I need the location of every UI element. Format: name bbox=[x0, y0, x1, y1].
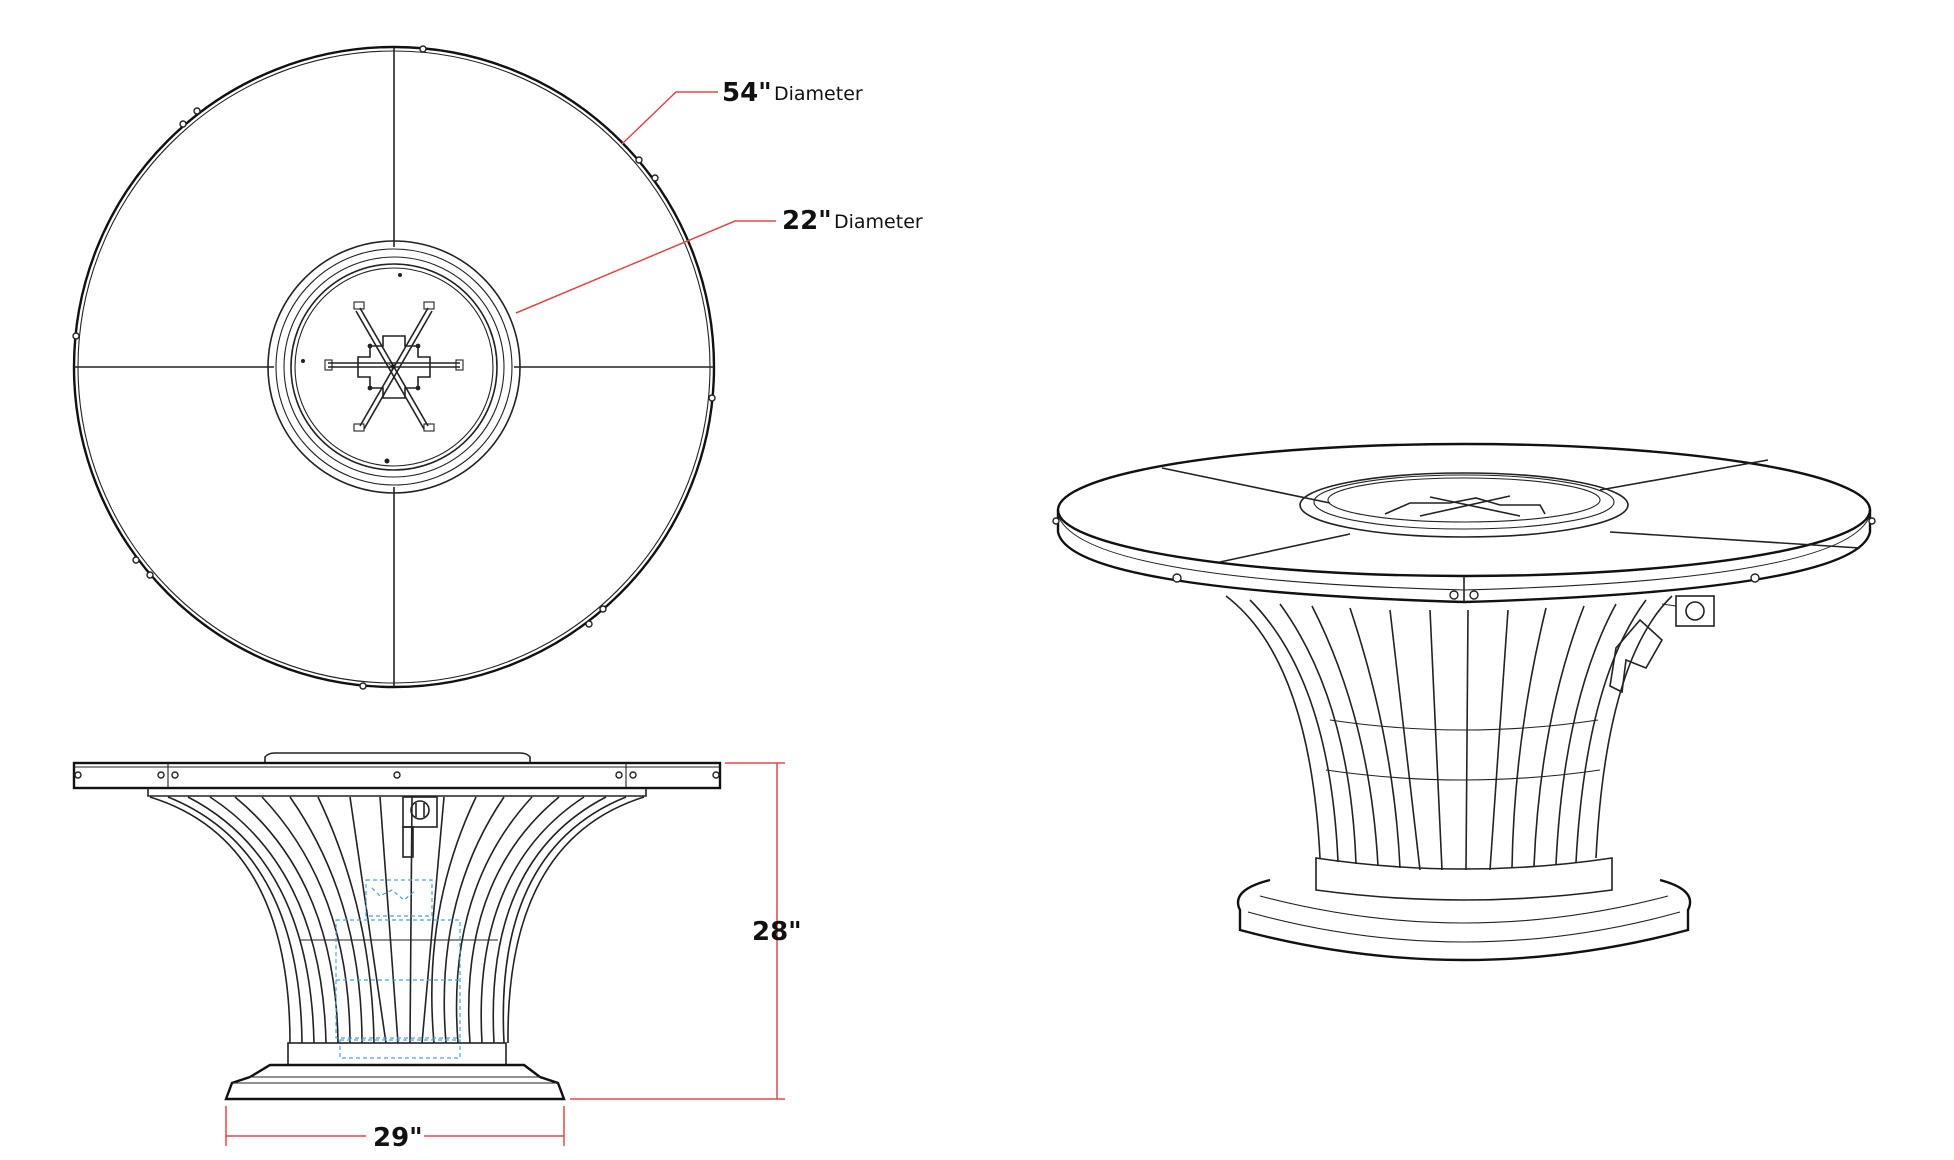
svg-text:*: * bbox=[388, 359, 396, 378]
pedestal-slats bbox=[149, 796, 645, 1044]
inner-diameter-callout: 22" Diameter bbox=[515, 206, 923, 314]
rim-bolt bbox=[359, 682, 367, 690]
ignition-box bbox=[402, 796, 438, 858]
front-view bbox=[72, 752, 722, 1101]
perspective-plinth bbox=[1236, 878, 1692, 962]
inner-diameter-value: 22" bbox=[782, 206, 832, 236]
rim-bolt bbox=[179, 120, 187, 128]
rim-bolt bbox=[419, 45, 427, 53]
base-plinth bbox=[224, 1063, 566, 1101]
pedestal-collar bbox=[287, 1042, 507, 1066]
table-top-side bbox=[72, 761, 722, 790]
rim-bolt bbox=[585, 620, 593, 628]
rim-bolt bbox=[651, 174, 659, 182]
burner-pan bbox=[267, 240, 521, 494]
height-value: 28" bbox=[752, 917, 802, 947]
base-width-dimension: 29" bbox=[225, 1106, 565, 1153]
hidden-burner-components bbox=[335, 879, 461, 1059]
perspective-ignition-box bbox=[1609, 595, 1715, 694]
rim-bolt bbox=[193, 107, 201, 115]
rim-bolt bbox=[708, 394, 716, 402]
burner-element: * bbox=[324, 301, 464, 432]
rim-bolt bbox=[635, 156, 643, 164]
perspective-pedestal-slats bbox=[1225, 595, 1673, 871]
rim-bolt bbox=[599, 605, 607, 613]
rim-bolt bbox=[132, 556, 140, 564]
perspective-view bbox=[1052, 442, 1876, 962]
inner-diameter-unit: Diameter bbox=[834, 211, 923, 233]
outer-diameter-unit: Diameter bbox=[774, 83, 863, 105]
perspective-burner bbox=[1299, 472, 1629, 538]
rim-bolt bbox=[72, 332, 80, 340]
outer-diameter-value: 54" bbox=[722, 78, 772, 108]
perspective-collar bbox=[1315, 857, 1613, 901]
outer-diameter-callout: 54" Diameter bbox=[621, 78, 863, 145]
top-view: * bbox=[72, 45, 716, 690]
base-width-value: 29" bbox=[373, 1123, 423, 1153]
height-dimension: 28" bbox=[570, 762, 802, 1100]
rim-bolt bbox=[146, 571, 154, 579]
